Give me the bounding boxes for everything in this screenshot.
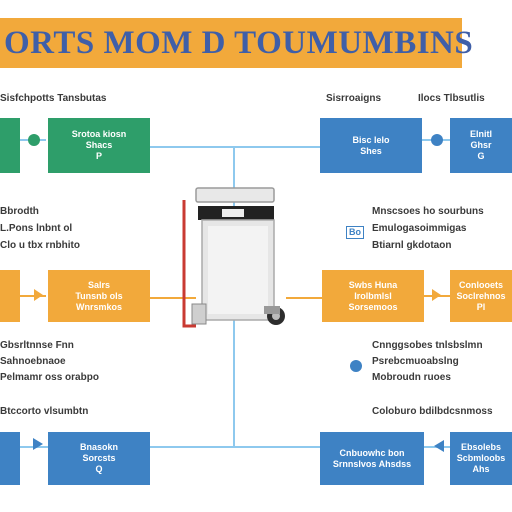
caption-top-right-a: Sisrroaigns [326, 93, 382, 104]
caption-bottom-right: Coloburo bdilbdcsnmoss [372, 406, 493, 417]
trash-bin-icon [176, 186, 288, 336]
caption-low-left: Gbsrltnnse Fnn Sahnoebnaoe Pelmamr oss o… [0, 340, 99, 383]
edge-box-blue [0, 432, 20, 485]
arrow-right-icon [33, 438, 43, 450]
title-banner [0, 18, 462, 68]
edge-box-orange [0, 270, 20, 322]
connector-center-left [150, 297, 196, 299]
node-top-right-1: Bisc lelo Shes [320, 118, 422, 173]
connector-top-h [150, 146, 320, 148]
edge-box-green [0, 118, 20, 173]
arrow-right-icon [432, 289, 441, 301]
caption-bottom-left: Btccorto vlsumbtn [0, 406, 89, 417]
node-bottom-right-1: Cnbuowhc bon Srnnslvos Ahsdss [320, 432, 424, 485]
connector-bottom-h [150, 446, 320, 448]
connector-ml [20, 295, 46, 297]
caption-top-left: Sisfchpotts Tansbutas [0, 93, 107, 104]
tag-label: Bo [346, 226, 364, 239]
arrow-left-icon [434, 440, 444, 452]
node-top-right-2: Elnitl Ghsr G [450, 118, 512, 173]
node-mid-left: Salrs Tunsnb ols Wnrsmkos [48, 270, 150, 322]
node-dot-icon [28, 134, 40, 146]
node-dot-icon [431, 134, 443, 146]
caption-mid-left: Bbrodth L.Pons lnbnt ol Clo u tbx rnbhit… [0, 206, 80, 251]
node-dot-icon [350, 360, 362, 372]
node-bottom-right-2: Ebsolebs Scbmloobs Ahs [450, 432, 512, 485]
node-bottom-left: Bnasokn Sorcsts Q [48, 432, 150, 485]
arrow-right-icon [34, 289, 43, 301]
caption-top-right-b: Ilocs Tlbsutlis [418, 93, 485, 104]
node-mid-right-1: Swbs Huna Irolbmlsl Sorsemoos [322, 270, 424, 322]
connector-center-right [286, 297, 322, 299]
caption-mid-right: Mnscsoes ho sourbuns Emulogasoimmigas Bt… [372, 206, 484, 251]
page-title: ORTS MOM D TOUMUMBINS [4, 25, 474, 61]
node-mid-right-2: Conlooets Soclrehnos Pl [450, 270, 512, 322]
node-top-left: Srotoa kiosn Shacs P [48, 118, 150, 173]
caption-low-right: Cnnggsobes tnlsbslmn Psrebcmuoabslng Mob… [372, 340, 483, 383]
